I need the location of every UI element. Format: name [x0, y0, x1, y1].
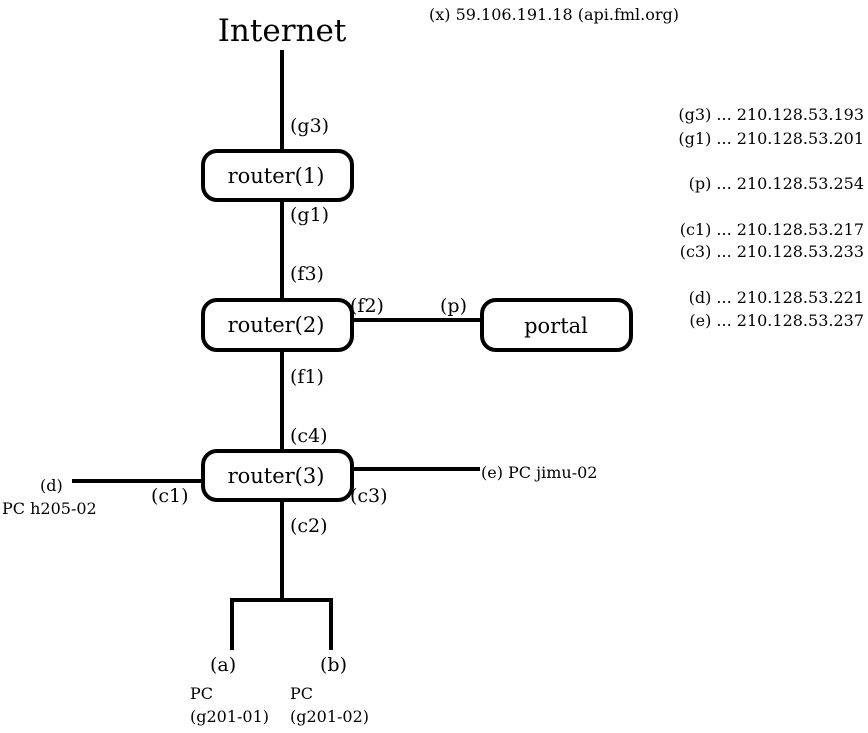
port-g1-label: (g1) [290, 204, 329, 226]
pc-e-label: (e) PC jimu-02 [481, 463, 597, 482]
port-c1-label: (c1) [151, 485, 189, 507]
address-list-item: (c3) ... 210.128.53.233 [680, 242, 864, 261]
router3-box [201, 449, 354, 502]
router2-box [201, 298, 354, 352]
address-list-item: (e) ... 210.128.53.237 [689, 311, 864, 330]
external-host-label: (x) 59.106.191.18 (api.fml.org) [429, 5, 679, 24]
pc-a-pc: PC [190, 684, 213, 703]
pc-b-pc: PC [290, 684, 313, 703]
router3-label: router(3) [228, 464, 325, 488]
port-c3-label: (c3) [350, 485, 388, 507]
portal-label: portal [524, 314, 588, 338]
pc-d-name: PC h205-02 [2, 499, 97, 518]
address-list-item: (g3) ... 210.128.53.193 [678, 105, 864, 124]
pc-d-tag: (d) [40, 476, 63, 495]
port-c2-label: (c2) [290, 515, 328, 537]
router1-box [201, 149, 354, 202]
address-list-item: (d) ... 210.128.53.221 [689, 288, 864, 307]
port-c4-label: (c4) [290, 425, 328, 447]
internet-label: Internet [218, 13, 347, 49]
pc-b-tag: (b) [320, 654, 347, 676]
address-list-item: (c1) ... 210.128.53.217 [680, 220, 864, 239]
port-g3-label: (g3) [290, 115, 329, 137]
port-f1-label: (f1) [290, 366, 324, 388]
port-p-label: (p) [440, 295, 467, 317]
port-f3-label: (f3) [290, 263, 324, 285]
router1-label: router(1) [228, 164, 325, 188]
portal-box [480, 298, 633, 352]
pc-b-name: (g201-02) [290, 707, 369, 726]
router2-label: router(2) [228, 313, 325, 337]
port-f2-label: (f2) [350, 295, 384, 317]
address-list-item: (p) ... 210.128.53.254 [689, 174, 864, 193]
pc-a-tag: (a) [210, 654, 236, 676]
address-list-item: (g1) ... 210.128.53.201 [678, 129, 864, 148]
pc-a-name: (g201-01) [190, 707, 269, 726]
